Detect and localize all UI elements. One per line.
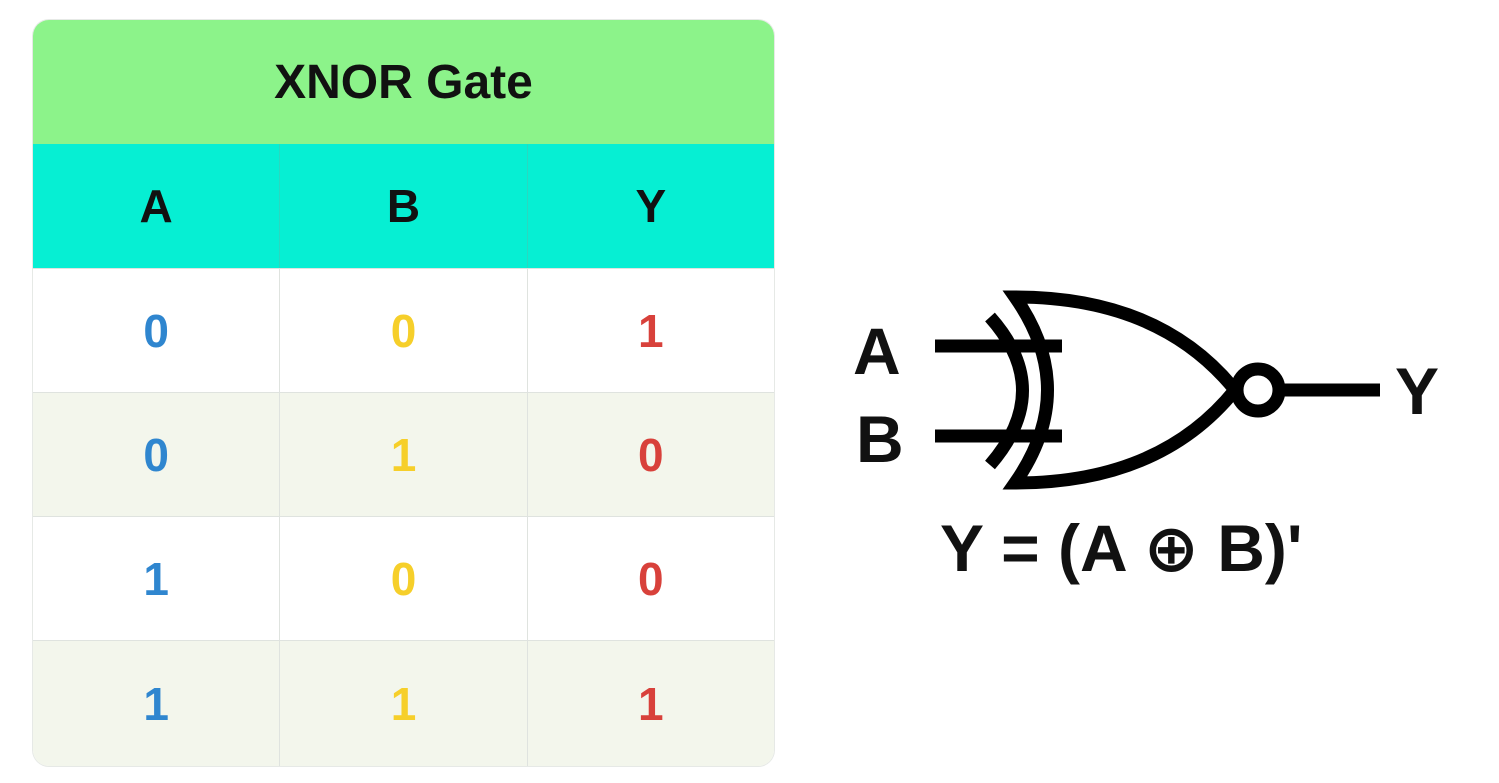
cell-a: 1 xyxy=(33,516,280,640)
input-label-b: B xyxy=(856,402,904,476)
column-header-y: Y xyxy=(526,144,774,268)
input-label-a: A xyxy=(853,314,901,388)
cell-y: 1 xyxy=(526,640,774,766)
table-header-row: A B Y xyxy=(33,144,774,268)
xor-input-curve xyxy=(985,312,1029,470)
table-row: 1 0 0 xyxy=(33,516,774,640)
cell-a: 0 xyxy=(33,268,280,392)
inversion-bubble xyxy=(1230,362,1286,418)
gate-body xyxy=(1002,290,1244,490)
cell-b: 0 xyxy=(279,516,527,640)
cell-b: 1 xyxy=(279,640,527,766)
xnor-gate-icon xyxy=(935,290,1380,490)
column-header-b: B xyxy=(279,144,526,268)
boolean-expression: Y = (A ⊕ B)' xyxy=(940,511,1303,585)
column-header-a: A xyxy=(139,180,173,232)
cell-y: 0 xyxy=(526,392,774,516)
cell-y: 1 xyxy=(526,268,774,392)
output-label-y: Y xyxy=(1395,354,1440,428)
cell-a: 0 xyxy=(33,392,280,516)
table-title: XNOR Gate xyxy=(33,20,774,144)
cell-b: 1 xyxy=(279,392,527,516)
truth-table: XNOR Gate A B Y 0 0 1 0 1 0 1 0 0 1 1 1 xyxy=(33,20,774,766)
cell-y: 0 xyxy=(526,516,774,640)
table-row: 0 1 0 xyxy=(33,392,774,516)
table-row: 0 0 1 xyxy=(33,268,774,392)
cell-b: 0 xyxy=(279,268,527,392)
cell-a: 1 xyxy=(33,640,280,766)
table-row: 1 1 1 xyxy=(33,640,774,766)
